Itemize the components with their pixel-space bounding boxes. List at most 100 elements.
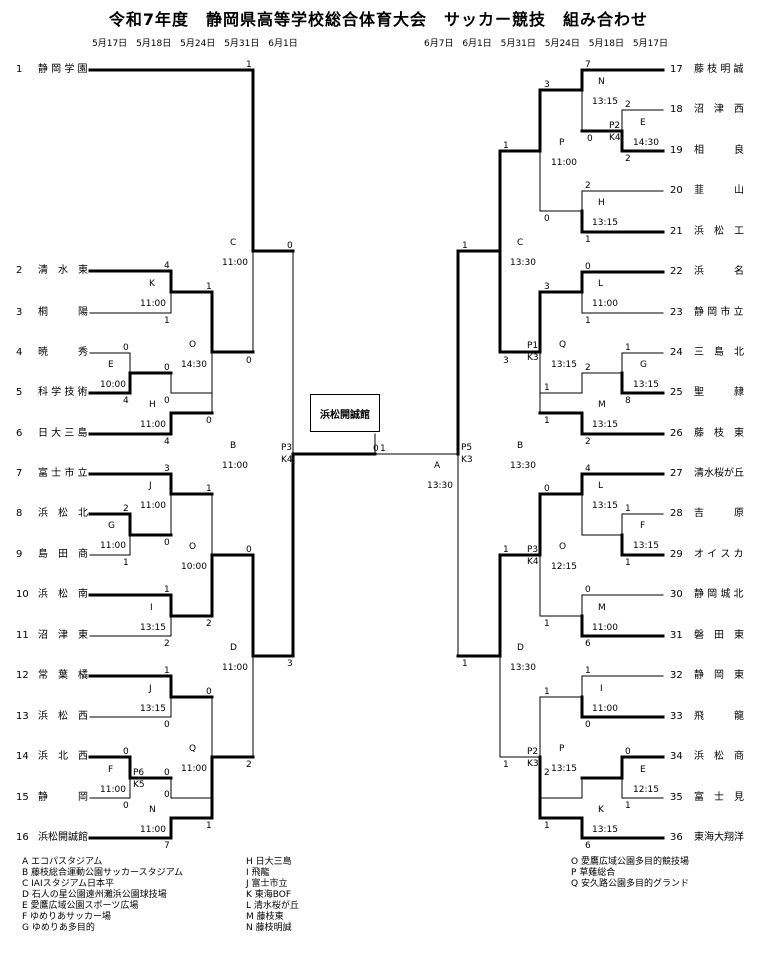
score: 0 (123, 343, 129, 353)
team-name: 清 水 東 (38, 265, 88, 276)
match-time: 11:00 (140, 420, 166, 430)
team-name: 清水桜が丘 (694, 468, 744, 479)
team-name: 静 岡 市 立 (694, 307, 744, 318)
round-dates-left: 5月17日 5月18日 5月24日 5月31日 6月1日 (92, 36, 304, 49)
match-code: L (598, 279, 604, 289)
score: 1 (206, 821, 212, 831)
team-name: 静 岡 (38, 792, 88, 803)
match-code: G (108, 521, 115, 531)
team-number: 30 (670, 589, 683, 600)
team-name: 相 良 (694, 145, 744, 156)
match-time: 13:15 (633, 380, 659, 390)
match-time: 14:30 (633, 138, 659, 148)
team-number: 32 (670, 670, 683, 681)
score: 0 (123, 747, 129, 757)
score: 0 (625, 747, 631, 757)
match-code: J (149, 684, 152, 694)
match-code: O (189, 542, 197, 552)
score: 1 (544, 687, 550, 697)
score: 4 (585, 464, 591, 474)
score: 1 (585, 316, 591, 326)
match-code: I (600, 684, 603, 694)
match-code: K3 (527, 759, 539, 769)
match-code: F (108, 765, 114, 775)
match-time: 13:15 (592, 97, 618, 107)
score: 0 (164, 538, 170, 548)
score: 1 (503, 760, 509, 770)
score: 1 (625, 504, 631, 514)
match-code: N (149, 805, 156, 815)
round-date: 5月18日 (588, 39, 624, 49)
team-name: 浜 北 西 (38, 751, 88, 762)
score: 1 (625, 343, 631, 353)
score: 4 (164, 261, 170, 271)
team-number: 8 (16, 508, 23, 519)
score: 1 (625, 801, 631, 811)
score: 1 (503, 545, 509, 555)
match-time: 11:00 (551, 158, 577, 168)
match-time: 13:15 (592, 825, 618, 835)
score: 3 (544, 80, 550, 90)
match-code: N (598, 77, 605, 87)
score: 1 (206, 282, 212, 292)
team-number: 27 (670, 468, 683, 479)
team-number: 25 (670, 387, 683, 398)
score: 2 (625, 100, 631, 110)
match-time: 13:15 (140, 623, 166, 633)
match-code: K3 (461, 455, 473, 465)
team-number: 6 (16, 428, 23, 439)
venue-legend-middle: H 日大三島 I 飛龍 J 富士市立 K 東海BOF L 清水桜が丘 M 藤枝東… (246, 857, 299, 934)
match-time: 11:00 (222, 461, 248, 471)
team-name: 吉 原 (694, 508, 744, 519)
match-time: 11:00 (140, 501, 166, 511)
score: 0 (544, 484, 550, 494)
final-venue: 浜松開誠館 (310, 394, 380, 432)
legend-item: K 東海BOF (246, 890, 292, 900)
score: 4 (164, 437, 170, 447)
match-code: K4 (609, 133, 621, 143)
round-dates-right: 6月7日 6月1日 5月31日 5月24日 5月18日 5月17日 (424, 36, 674, 49)
match-time: 10:00 (100, 380, 126, 390)
score: 0 (206, 416, 212, 426)
team-name: 沼 津 東 (38, 630, 88, 641)
match-time: 10:00 (181, 562, 207, 572)
team-name: 東海大翔洋 (694, 832, 744, 843)
match-time: 13:15 (140, 704, 166, 714)
team-number: 19 (670, 145, 683, 156)
team-number: 14 (16, 751, 29, 762)
team-number: 5 (16, 387, 23, 398)
legend-item: C IAIスタジアム日本平 (22, 879, 114, 889)
team-number: 13 (16, 711, 29, 722)
score: 2 (123, 504, 129, 514)
score: 2 (246, 760, 252, 770)
venue-legend-left: A エコパスタジアム B 藤枝総合運動公園サッカースタジアム C IAIスタジア… (22, 857, 183, 934)
team-name: 静 岡 学 園 (38, 64, 88, 75)
match-code: K3 (527, 353, 539, 363)
score: 1 (246, 60, 252, 70)
match-code: P3 (527, 545, 539, 555)
team-number: 12 (16, 670, 29, 681)
score: 7 (164, 841, 170, 851)
match-code: K4 (281, 455, 293, 465)
match-code: O (559, 542, 567, 552)
match-code: B (517, 441, 524, 451)
team-number: 31 (670, 630, 683, 641)
team-name: 暁 秀 (38, 347, 88, 358)
legend-item: L 清水桜が丘 (246, 901, 299, 911)
team-name: 三 島 北 (694, 347, 744, 358)
match-code: C (517, 238, 524, 248)
score: 0 (164, 396, 170, 406)
score: 0 (246, 356, 252, 366)
